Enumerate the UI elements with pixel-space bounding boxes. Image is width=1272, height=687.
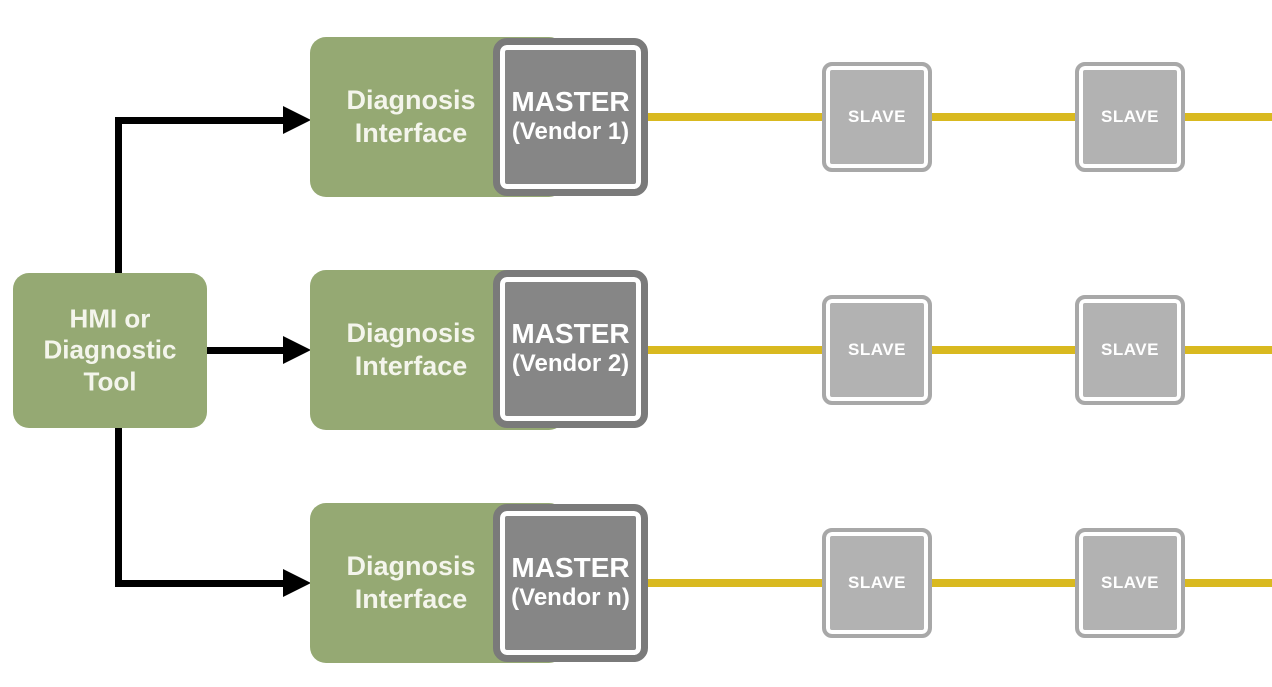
slave-box-row2-2: SLAVE (1075, 295, 1185, 405)
arrowhead-icon-row2 (283, 336, 311, 364)
master-vendor-row2: (Vendor 2) (511, 350, 630, 377)
arrowhead-icon-row3 (283, 569, 311, 597)
slave-label-row3-1: SLAVE (848, 573, 906, 592)
slave-label-row2-2: SLAVE (1101, 340, 1159, 359)
master-vendor-row1: (Vendor 1) (511, 118, 630, 145)
fieldbus-line-row1 (646, 113, 1272, 121)
diagnosis-interface-label-row3: Diagnosis Interface (346, 551, 476, 614)
master-vendor-row3: (Vendor n) (511, 584, 630, 611)
connector-arrow-line-row2 (207, 347, 285, 354)
slave-box-row1-2: SLAVE (1075, 62, 1185, 172)
slave-label-row3-2: SLAVE (1101, 573, 1159, 592)
hmi-diagnostic-tool-box: HMI or Diagnostic Tool (13, 273, 207, 428)
hmi-diagnostic-tool-label: HMI or Diagnostic Tool (43, 302, 177, 397)
master-box-vendor1: MASTER (Vendor 1) (493, 38, 648, 196)
connector-arrow-line-row1 (115, 117, 285, 124)
connector-arrow-line-row3 (115, 580, 285, 587)
slave-label-row1-2: SLAVE (1101, 107, 1159, 126)
slave-label-row2-1: SLAVE (848, 340, 906, 359)
arrowhead-icon-row1 (283, 106, 311, 134)
master-box-vendorn: MASTER (Vendor n) (493, 504, 648, 662)
slave-box-row1-1: SLAVE (822, 62, 932, 172)
slave-box-row3-2: SLAVE (1075, 528, 1185, 638)
master-title-row3: MASTER (511, 552, 630, 584)
slave-label-row1-1: SLAVE (848, 107, 906, 126)
slave-box-row2-1: SLAVE (822, 295, 932, 405)
master-title-row2: MASTER (511, 318, 630, 350)
fieldbus-line-row2 (646, 346, 1272, 354)
master-box-vendor2: MASTER (Vendor 2) (493, 270, 648, 428)
connector-vertical-top (115, 117, 122, 276)
master-title-row1: MASTER (511, 86, 630, 118)
diagnosis-interface-label-row1: Diagnosis Interface (346, 85, 476, 148)
slave-box-row3-1: SLAVE (822, 528, 932, 638)
diagnosis-interface-label-row2: Diagnosis Interface (346, 318, 476, 381)
fieldbus-line-row3 (646, 579, 1272, 587)
connector-vertical-bottom (115, 428, 122, 587)
